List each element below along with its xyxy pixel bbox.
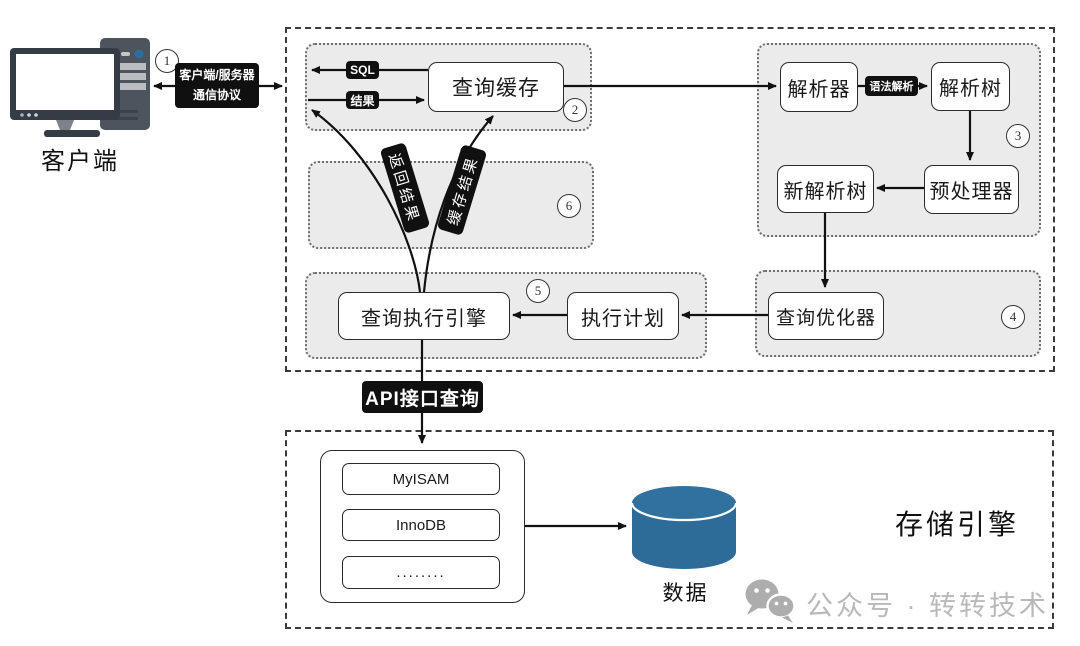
storage-layer-boundary (285, 430, 1054, 629)
storage-engine-title: 存储引擎 (895, 509, 1020, 540)
engine-innodb-node: InnoDB (342, 509, 500, 541)
client-label: 客户端 (41, 148, 119, 175)
sql-label: SQL (346, 61, 379, 79)
wechat-icon (745, 579, 796, 623)
query-cache-node: 查询缓存 (428, 62, 564, 112)
parser-node: 解析器 (780, 62, 858, 112)
server-layer-boundary (285, 27, 1055, 372)
step-5-badge: 5 (526, 279, 550, 303)
database-cylinder-icon (630, 486, 738, 569)
engine-myisam-node: MyISAM (342, 463, 500, 495)
preprocessor-node: 预处理器 (924, 165, 1019, 214)
execution-engine-node: 查询执行引擎 (338, 292, 510, 340)
watermark-text: 公众号 · 转转技术 (806, 591, 1049, 621)
result-label: 结果 (346, 91, 379, 109)
step-6-badge: 6 (557, 194, 581, 218)
api-query-label: API接口查询 (362, 381, 483, 413)
step-3-badge: 3 (1006, 124, 1030, 148)
syntax-parse-label: 语法解析 (865, 76, 918, 96)
protocol-label-line1: 客户端/服务器 (179, 68, 255, 83)
step-4-badge: 4 (1001, 305, 1025, 329)
protocol-label: 客户端/服务器 通信协议 (175, 63, 259, 108)
step-2-badge: 2 (563, 98, 587, 122)
engine-others-node: ........ (342, 556, 500, 589)
desktop-computer-icon (10, 38, 150, 137)
return-result-curve (311, 109, 422, 293)
data-label: 数据 (662, 582, 709, 605)
step-1-badge: 1 (155, 49, 179, 73)
new-parse-tree-node: 新解析树 (777, 165, 874, 213)
execution-plan-node: 执行计划 (567, 292, 679, 340)
protocol-label-line2: 通信协议 (192, 87, 241, 102)
parse-tree-node: 解析树 (931, 62, 1010, 111)
query-optimizer-node: 查询优化器 (768, 292, 884, 340)
